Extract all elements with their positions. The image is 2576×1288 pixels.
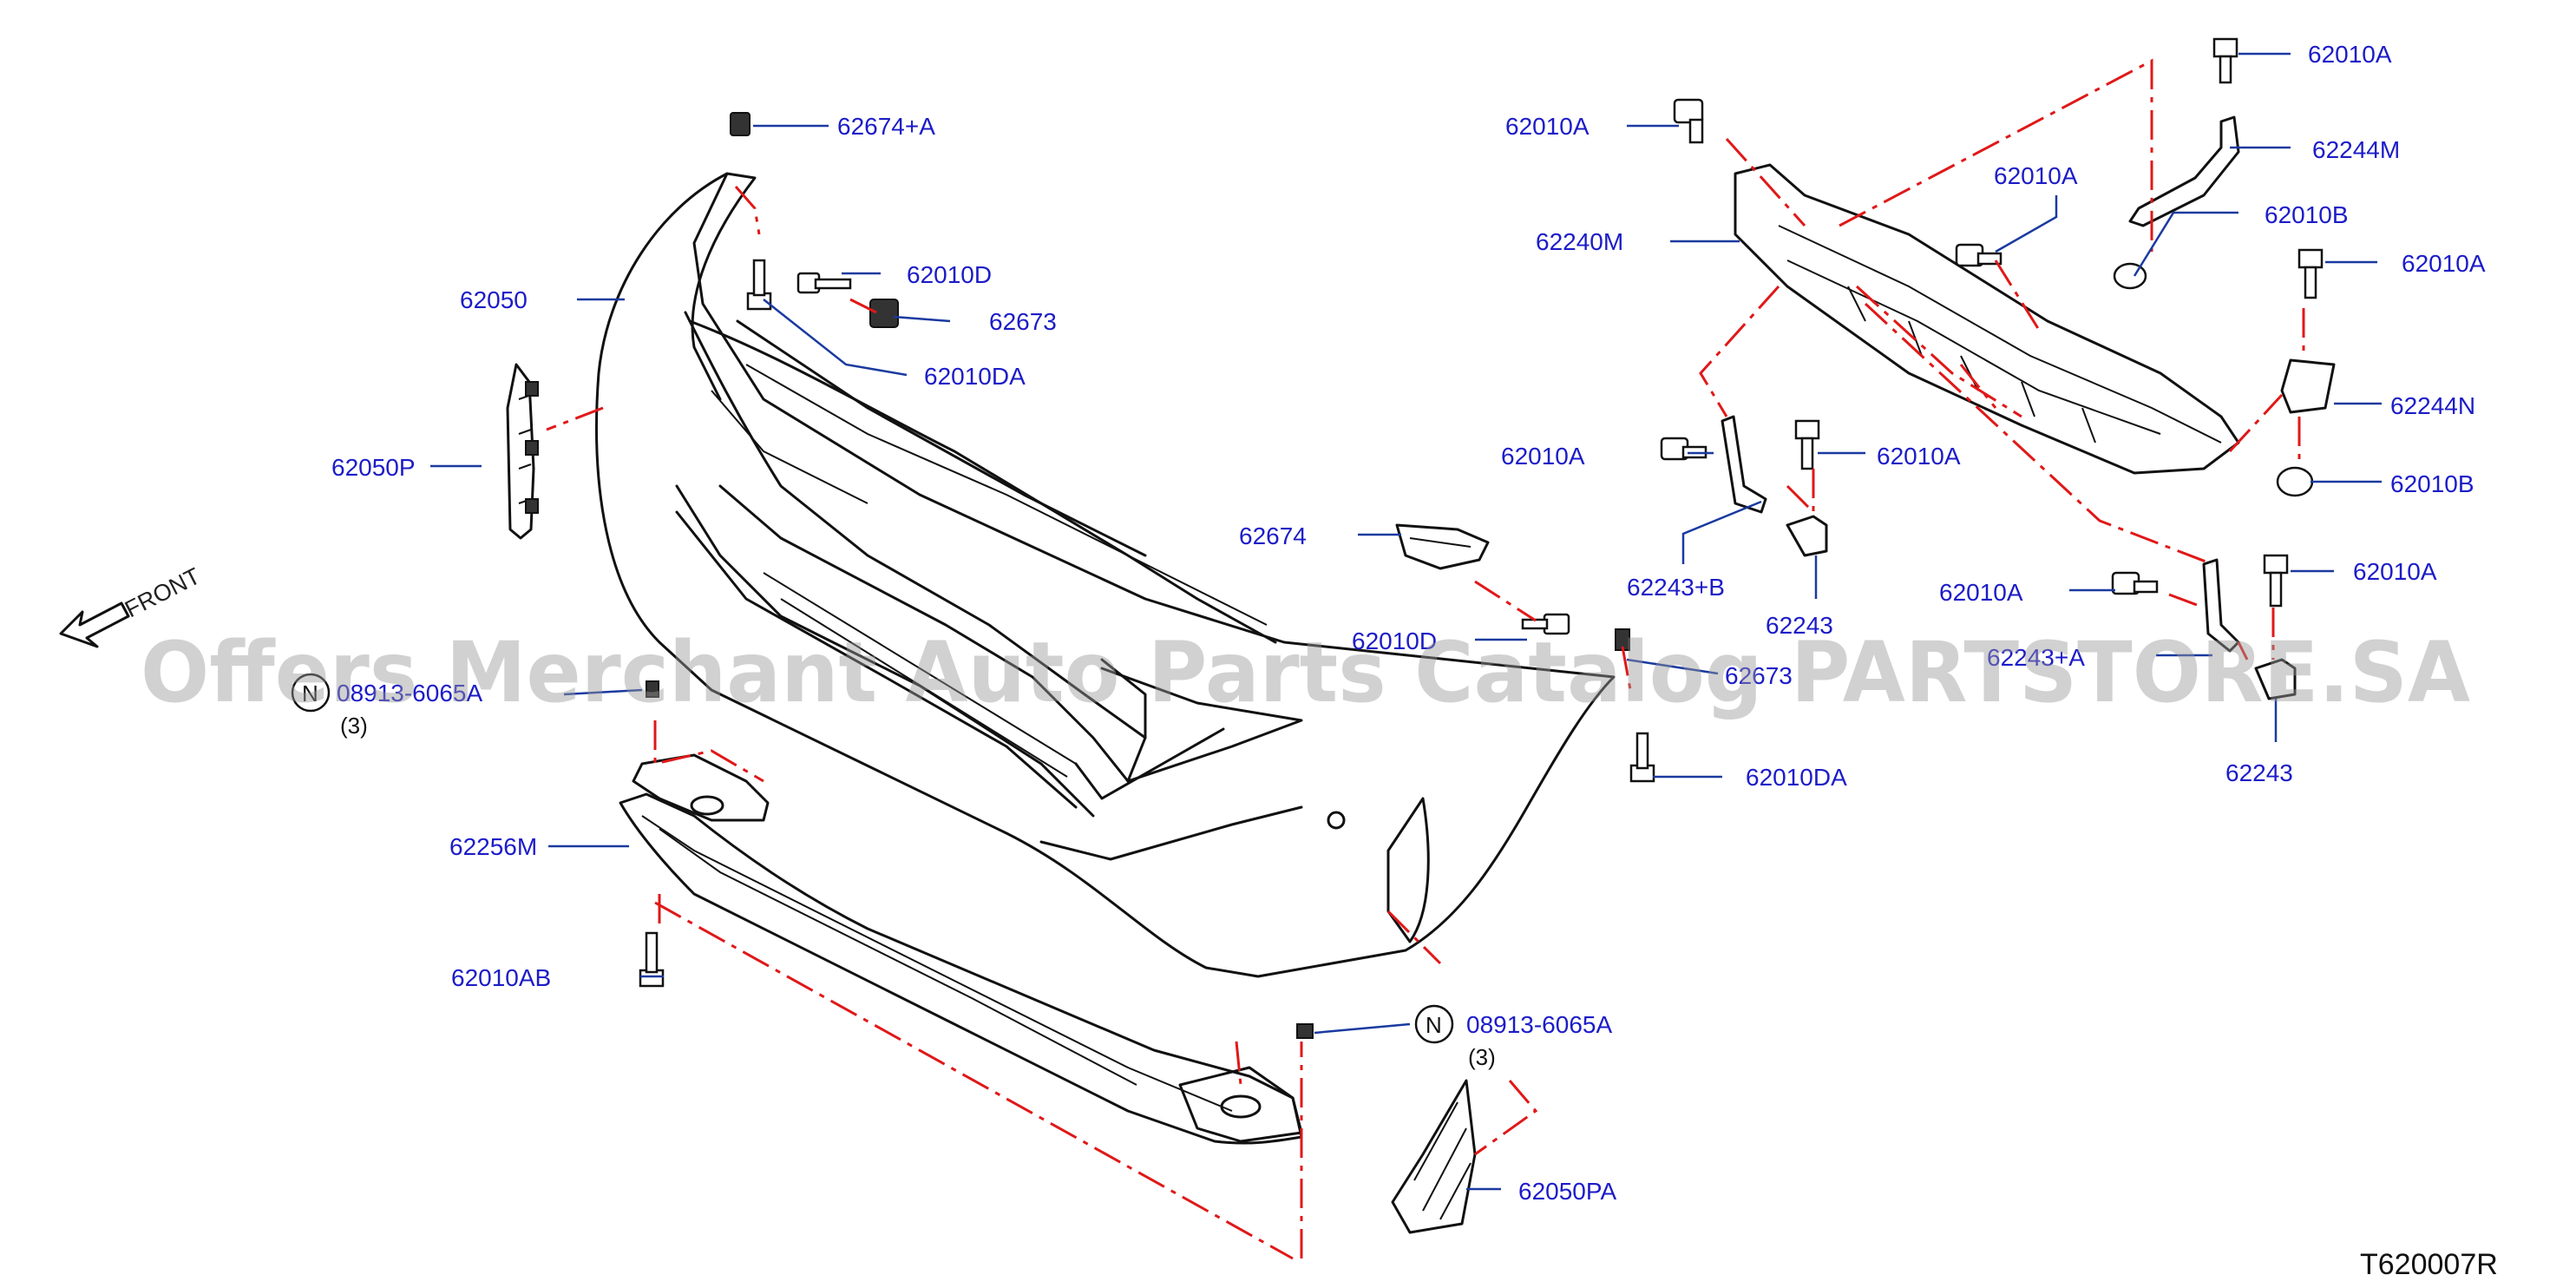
label-62010AB: 62010AB (451, 964, 551, 991)
circle-n-left-icon: N (291, 673, 331, 713)
bolt-62010A-8 (2263, 554, 2289, 608)
label-62240M: 62240M (1536, 228, 1623, 255)
label-62244M: 62244M (2312, 136, 2400, 163)
label-62010A-8: 62010A (2353, 558, 2437, 585)
bolt-62010A-3 (2212, 37, 2238, 84)
circle-n-bottom-icon: N (1414, 1004, 1454, 1044)
bolt-62010DA-top (746, 259, 772, 311)
nut-62010B-2 (2276, 466, 2314, 497)
label-62010D: 62010D (907, 261, 992, 288)
bolt-62010A-6 (1794, 419, 1820, 470)
bracket-62244N (2280, 358, 2336, 414)
label-08913-bottom: 08913-6065A (1466, 1011, 1612, 1038)
label-62010A-1: 62010A (1505, 113, 1590, 140)
label-62256M: 62256M (449, 833, 537, 860)
leader-lines (430, 52, 2382, 1191)
clip-62673-top (869, 299, 899, 328)
label-08913-left: 08913-6065A (337, 680, 482, 706)
label-62050PA: 62050PA (1518, 1178, 1616, 1205)
label-62673-mid: 62673 (1725, 662, 1793, 689)
side-trim-62050PA (1391, 1079, 1477, 1234)
bolt-62010A-7 (2111, 571, 2159, 595)
label-62243-2: 62243 (2225, 759, 2293, 786)
bolt-62010AB (639, 931, 665, 988)
nut-62010B-1 (2113, 262, 2147, 290)
label-08913-bottom-qty: (3) (1468, 1044, 1496, 1070)
label-62010D-mid: 62010D (1352, 628, 1437, 654)
label-62674: 62674 (1239, 522, 1307, 549)
label-62010A-2: 62010A (1994, 162, 2078, 189)
clip-62674A (730, 112, 751, 136)
label-62010DA-mid: 62010DA (1746, 764, 1847, 791)
label-62673: 62673 (989, 308, 1057, 335)
label-62243A: 62243+A (1987, 644, 2085, 671)
label-62010A-6: 62010A (1877, 443, 1961, 470)
label-62243B: 62243+B (1627, 574, 1725, 601)
lower-spoiler-62256M (619, 753, 1303, 1145)
clip-08913-bottom (1296, 1023, 1314, 1039)
label-62010B-1: 62010B (2265, 201, 2349, 228)
circle-n-left-letter: N (302, 680, 318, 706)
front-arrow-icon (59, 601, 130, 648)
bracket-62674 (1395, 523, 1490, 570)
diagram-code: T620007R (2360, 1248, 2498, 1281)
label-62244N: 62244N (2390, 392, 2475, 419)
label-62010A-4: 62010A (2402, 250, 2486, 277)
label-62010A-5: 62010A (1501, 443, 1585, 470)
bolt-62010A-2 (1955, 243, 2002, 267)
bolt-62010D-mid (1521, 613, 1570, 635)
front-label: FRONT (121, 562, 204, 622)
label-62010B-2: 62010B (2390, 470, 2474, 497)
label-62050: 62050 (460, 286, 528, 313)
bolt-62010A-4 (2297, 248, 2324, 299)
circle-n-bottom-letter: N (1426, 1012, 1442, 1038)
label-62243-1: 62243 (1766, 612, 1833, 639)
watermark-text: Offers Merchant Auto Parts Catalog PARTS… (141, 624, 2470, 721)
side-vent-62050P (506, 363, 539, 540)
label-62010DA-top: 62010DA (924, 363, 1026, 390)
bolt-62010D-top (796, 272, 852, 294)
bolt-62010A-5 (1660, 437, 1708, 461)
label-62010A-3: 62010A (2308, 41, 2392, 68)
label-62050P: 62050P (331, 454, 416, 481)
label-08913-left-qty: (3) (340, 713, 368, 739)
bolt-62010A-1 (1673, 98, 1704, 144)
bolt-62010DA-mid (1629, 732, 1655, 783)
bracket-62243B (1721, 415, 1767, 514)
bumper-fascia-62050 (595, 172, 1616, 978)
bracket-62243-1 (1786, 515, 1828, 557)
bracket-62243-2 (2254, 658, 2297, 700)
label-62674A: 62674+A (837, 113, 935, 140)
stay-62244M (2128, 115, 2240, 227)
clip-08913-left (646, 680, 659, 698)
centerlines (546, 58, 2305, 1260)
label-62010A-7: 62010A (1939, 579, 2023, 606)
